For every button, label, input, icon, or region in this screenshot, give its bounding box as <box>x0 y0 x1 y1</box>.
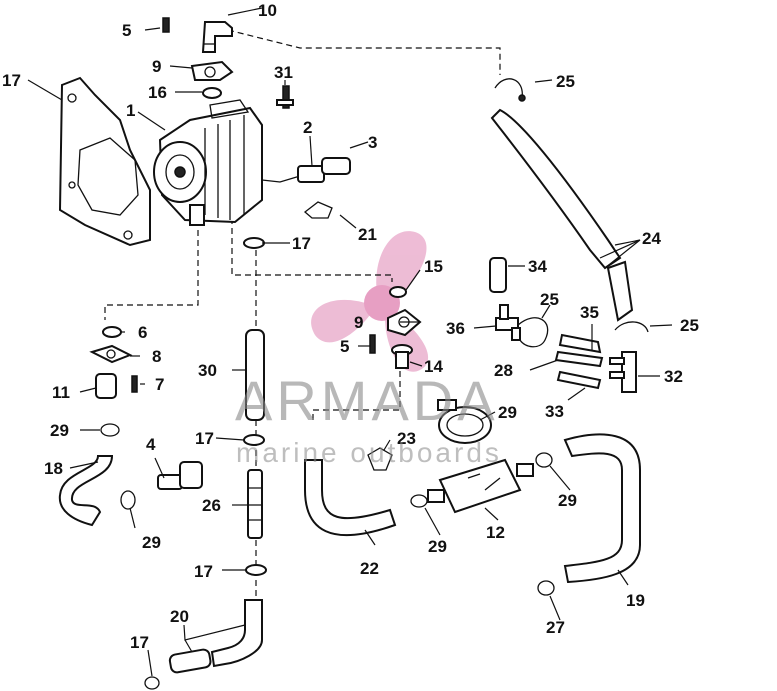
clip-29-lower-right <box>537 580 555 596</box>
callout-30: 30 <box>198 361 217 380</box>
hose-27 <box>554 350 604 368</box>
hose-30 <box>245 329 265 421</box>
callout-19: 19 <box>626 591 645 610</box>
callout-29-lower-left: 29 <box>142 533 161 552</box>
fitting-12 <box>391 344 413 369</box>
callout-10: 10 <box>258 1 277 20</box>
tee-fitting-36 <box>495 304 521 341</box>
connector-26 <box>247 469 263 539</box>
callout-11: 11 <box>52 383 70 402</box>
clip-29-lower-left <box>120 490 136 510</box>
callout-13: 15 <box>424 257 443 276</box>
o-ring-14 <box>202 87 222 99</box>
callout-1: 1 <box>126 101 135 120</box>
elbow-fitting-10 <box>201 21 233 53</box>
gasket-8 <box>89 344 133 364</box>
callout-5-top: 5 <box>122 21 131 40</box>
callout-29-filter-right: 29 <box>558 491 577 510</box>
callout-25-top: 25 <box>556 72 575 91</box>
callout-25-mid: 25 <box>540 290 559 309</box>
propeller-blade-left <box>311 299 372 343</box>
clamp-25-mid <box>517 317 549 348</box>
callout-9-top: 9 <box>152 57 161 76</box>
clamp-25-right <box>614 321 649 333</box>
clip-17-lower <box>245 564 267 576</box>
o-ring-6 <box>102 326 122 338</box>
callout-21: 22 <box>360 559 379 578</box>
callout-4: 4 <box>146 435 156 454</box>
watermark-tagline: marine outboards <box>236 437 502 468</box>
hose-19 <box>563 433 641 584</box>
callout-14: 16 <box>148 83 167 102</box>
callout-34: 34 <box>528 257 547 276</box>
screw-7 <box>131 375 138 393</box>
clip-20 <box>303 201 333 219</box>
clip-29-left <box>100 423 120 437</box>
callout-15: 17 <box>2 71 21 90</box>
callout-12: 14 <box>424 357 443 376</box>
callout-2: 2 <box>303 118 312 137</box>
clip-17-upper <box>243 237 265 249</box>
callout-20: 21 <box>358 225 377 244</box>
callout-17-mid: 17 <box>195 429 214 448</box>
callout-28: 29 <box>498 403 517 422</box>
dashed-routing-lines <box>104 29 501 600</box>
clip-24 <box>367 447 393 471</box>
watermark-brand: ARMADA <box>235 369 499 432</box>
callout-17-bottom: 17 <box>130 633 149 652</box>
callout-36: 36 <box>446 319 465 338</box>
callout-7: 7 <box>155 375 164 394</box>
callout-17-lower: 17 <box>194 562 213 581</box>
valve-4 <box>157 461 203 490</box>
hose-35 <box>558 333 602 354</box>
hose-33 <box>556 370 602 390</box>
leader-lines <box>27 7 673 677</box>
callout-6: 6 <box>138 323 147 342</box>
gasket-9-top <box>190 60 234 81</box>
filter-34 <box>489 257 507 293</box>
callout-29-left: 29 <box>50 421 69 440</box>
fuel-filter-16 <box>427 458 534 514</box>
callout-8: 8 <box>152 347 161 366</box>
callout-29-lower-right: 27 <box>546 618 565 637</box>
fitting-32 <box>609 351 637 393</box>
fitting-11 <box>95 373 117 399</box>
sensor-2-3 <box>261 157 351 183</box>
o-ring-13 <box>389 286 407 298</box>
callout-31: 31 <box>274 63 293 82</box>
screw-31 <box>276 85 294 109</box>
hose-23 <box>490 108 634 322</box>
callout-23: 24 <box>642 229 661 248</box>
callout-5-center: 5 <box>340 337 349 356</box>
callout-16: 12 <box>486 523 505 542</box>
callout-numbers: 10 5 9 16 31 17 1 2 3 25 21 24 17 15 34 … <box>2 1 699 652</box>
callout-18: 18 <box>44 459 63 478</box>
clip-29-filter-left <box>410 494 428 508</box>
callout-25-right: 25 <box>680 316 699 335</box>
propeller-blade-top <box>376 231 427 300</box>
fuel-pump-1 <box>153 99 263 226</box>
callout-22: 20 <box>170 607 189 626</box>
callout-33: 33 <box>545 402 564 421</box>
clamp-25-top <box>494 78 526 102</box>
callout-9-center: 9 <box>354 313 363 332</box>
callout-24: 23 <box>397 429 416 448</box>
callout-27: 28 <box>494 361 513 380</box>
screw-5-center <box>369 334 376 354</box>
callout-29-filter-left: 29 <box>428 537 447 556</box>
callout-26: 26 <box>202 496 221 515</box>
bracket-plate-15 <box>58 76 151 247</box>
hose-18 <box>58 455 114 527</box>
callout-17-upper: 17 <box>292 234 311 253</box>
clip-29-filter-right <box>535 452 553 468</box>
callout-35: 35 <box>580 303 599 322</box>
hose-22 <box>168 599 263 674</box>
hose-21 <box>304 459 397 537</box>
clip-17-bottom <box>144 676 160 690</box>
callout-32: 32 <box>664 367 683 386</box>
band-clamp-28 <box>437 399 492 444</box>
screw-5-top <box>162 17 170 33</box>
callout-3: 3 <box>368 133 377 152</box>
